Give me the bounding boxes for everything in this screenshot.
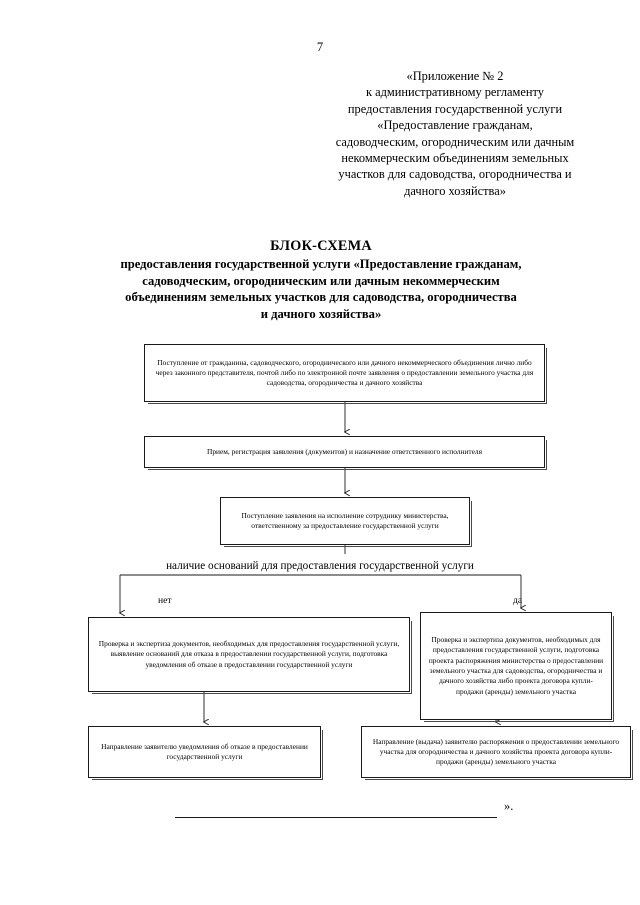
flow-node-refusal-delivery-label: Направление заявителю уведомления об отк… — [101, 741, 308, 761]
title-subline-1: предоставления государственной услуги «П… — [120, 257, 522, 271]
title-subline-2: садоводческим, огородническим или дачным… — [142, 273, 500, 288]
reference-line-4: «Предоставление гражданам, — [377, 118, 533, 133]
reference-line-2: к административному регламенту — [366, 85, 544, 100]
page-title: БЛОК-СХЕМА — [270, 238, 372, 254]
flow-node-grant-delivery-label: Направление (выдача) заявителю распоряже… — [372, 736, 620, 767]
flow-branch-label-yes: да — [513, 595, 523, 606]
page-number: 7 — [316, 40, 324, 54]
document-title-block: БЛОК-СХЕМА предоставления государственно… — [48, 236, 594, 322]
flow-node-intake[interactable]: Поступление от гражданина, садоводческог… — [144, 344, 547, 404]
flow-branch-label-no: нет — [158, 595, 172, 606]
flow-node-intake-label: Поступление от гражданина, садоводческог… — [155, 357, 534, 388]
flow-node-grant-review-label: Проверка и экспертиза документов, необхо… — [428, 635, 604, 696]
reference-line-5: садоводческим, огородническим или дачным — [335, 134, 575, 149]
reference-line-7: участков для садоводства, огородничества… — [338, 167, 572, 182]
footer-divider — [175, 817, 497, 818]
appendix-reference-block: «Приложение № 2 к административному регл… — [300, 68, 610, 199]
flow-node-grant-review[interactable]: Проверка и экспертиза документов, необхо… — [420, 612, 614, 722]
reference-line-3: предоставления государственной услуги — [347, 101, 563, 116]
flow-node-grant-delivery[interactable]: Направление (выдача) заявителю распоряже… — [361, 726, 633, 780]
flow-node-register-label: Прием, регистрация заявления (документов… — [206, 446, 482, 456]
flow-node-register[interactable]: Прием, регистрация заявления (документов… — [144, 436, 547, 470]
title-subline-4: и дачного хозяйства» — [260, 306, 382, 321]
footer — [0, 800, 640, 830]
reference-line-1: «Приложение № 2 — [406, 69, 504, 83]
title-subline-3: объединениям земельных участков для садо… — [125, 290, 517, 305]
flow-node-assign-label: Поступление заявления на исполнение сотр… — [241, 510, 449, 530]
reference-line-6: некоммерческим объединениям земельных — [341, 151, 569, 166]
flow-node-refusal-review-label: Проверка и экспертиза документов, необхо… — [98, 639, 400, 669]
flow-node-refusal-review[interactable]: Проверка и экспертиза документов, необхо… — [88, 617, 412, 694]
flow-decision-label: наличие оснований для предоставления гос… — [166, 560, 474, 572]
footer-closing-quote: ». — [504, 799, 514, 813]
flow-node-refusal-delivery[interactable]: Направление заявителю уведомления об отк… — [88, 726, 323, 780]
reference-line-8: дачного хозяйства» — [404, 183, 506, 198]
flow-node-assign[interactable]: Поступление заявления на исполнение сотр… — [220, 497, 472, 547]
